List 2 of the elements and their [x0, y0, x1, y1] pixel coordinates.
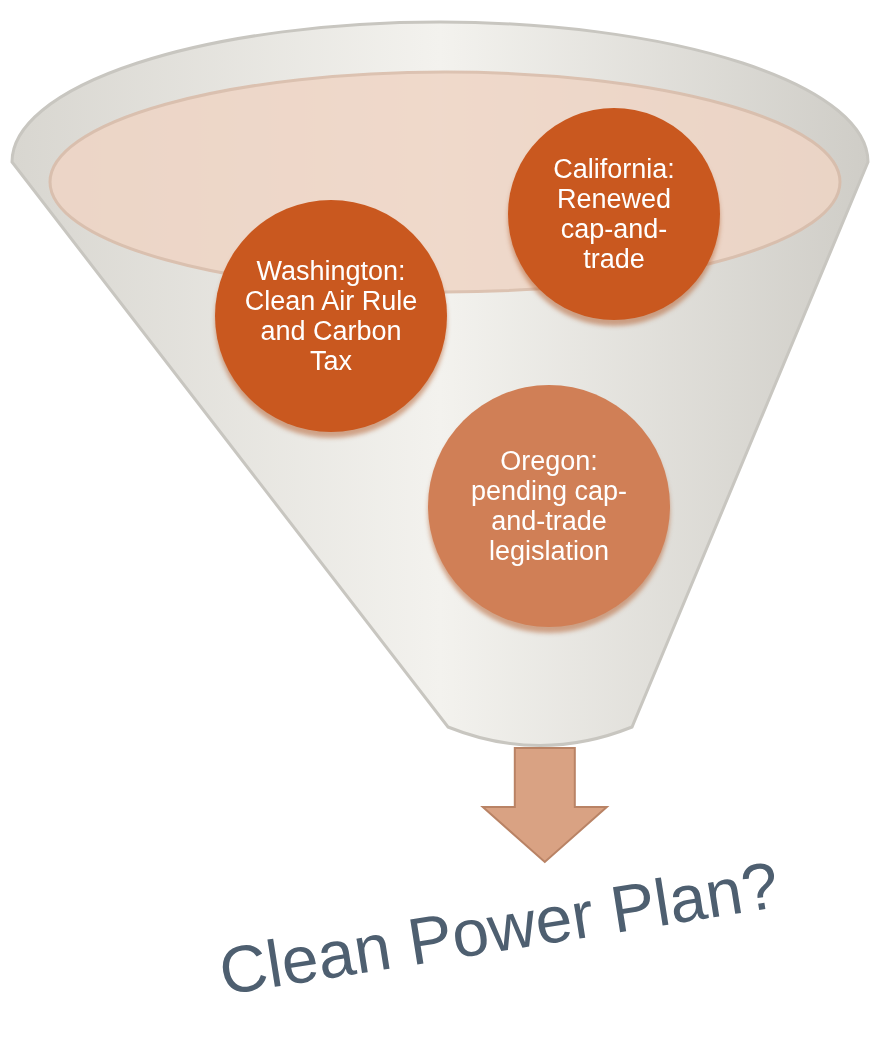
- block-arrow: [480, 747, 610, 864]
- result-label: Clean Power Plan?: [186, 842, 814, 1028]
